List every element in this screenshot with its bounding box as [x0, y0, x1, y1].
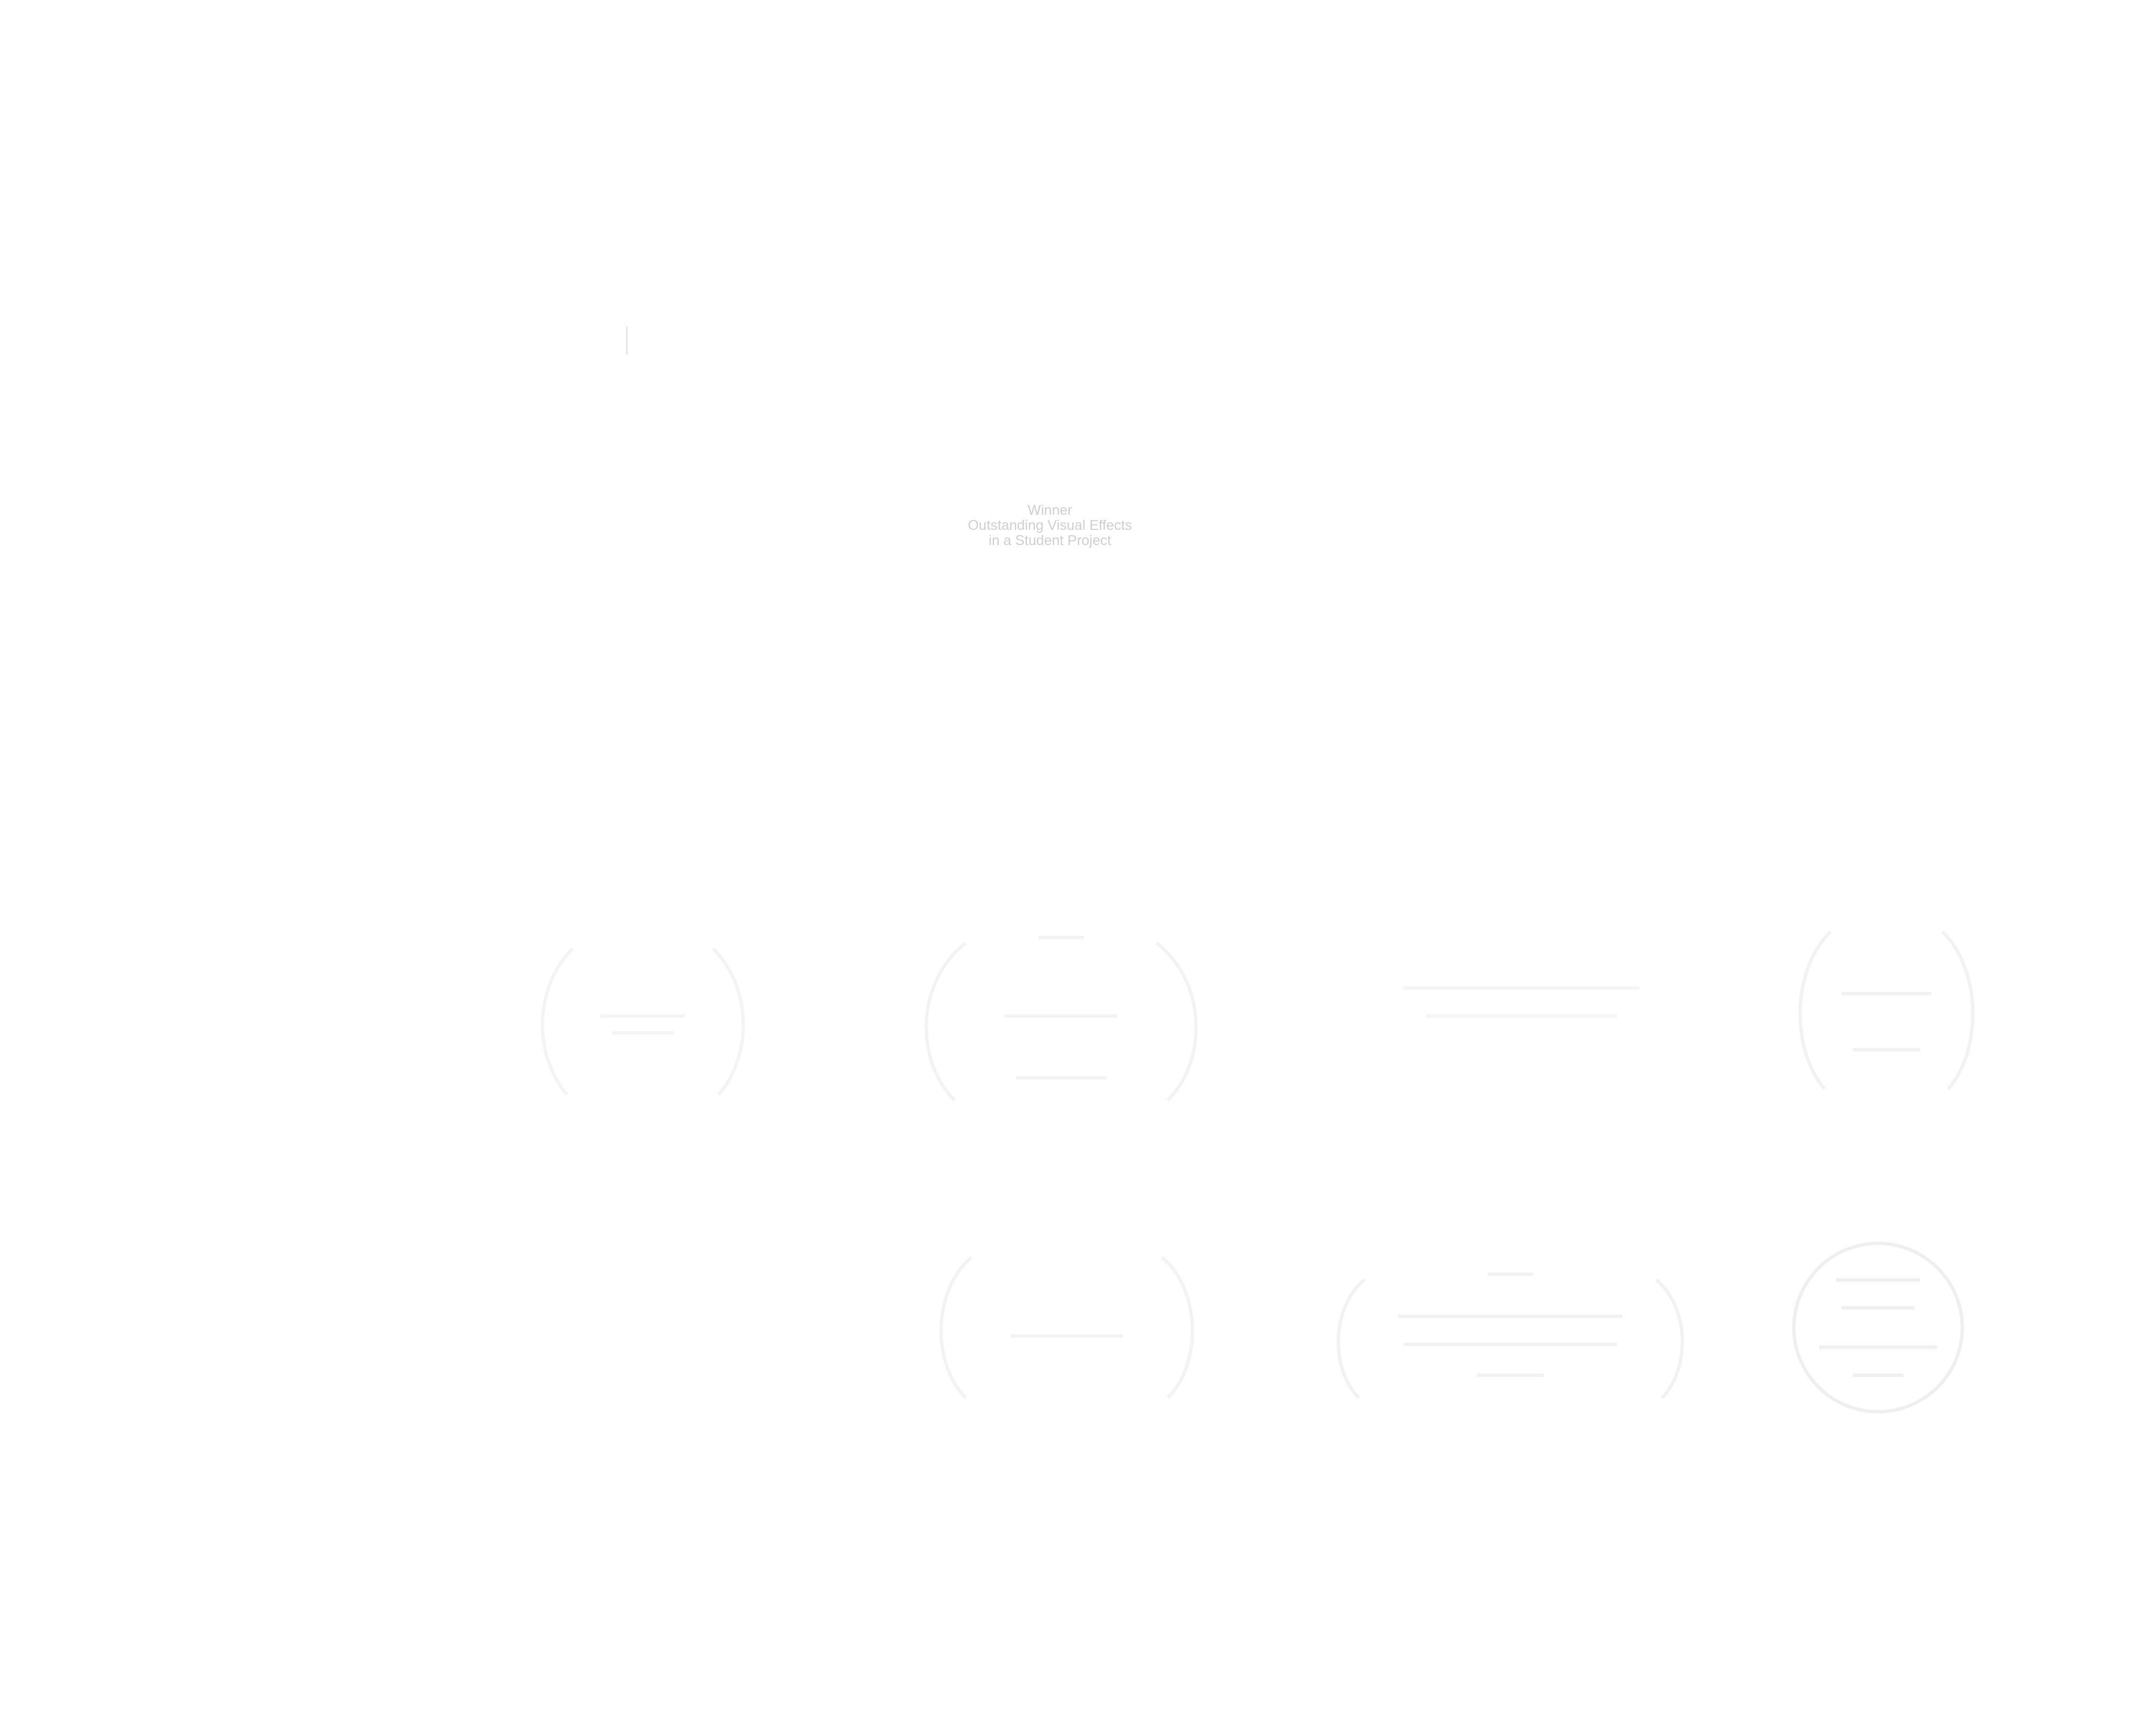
text-cursor [626, 327, 628, 355]
award-line-subcategory: in a Student Project [988, 533, 1112, 548]
laurel-5-icon [921, 1241, 1213, 1409]
laurel-6-icon [1319, 1263, 1701, 1409]
award-line-winner: Winner [1027, 502, 1072, 518]
laurel-2-icon [904, 921, 1218, 1117]
laurel-1-icon [522, 926, 764, 1111]
award-caption: Winner Outstanding Visual Effects in a S… [910, 503, 1190, 548]
laurel-3-icon [1370, 954, 1673, 1055]
laurel-4-icon [1785, 909, 1988, 1111]
award-line-category: Outstanding Visual Effects [967, 518, 1132, 533]
laurel-7-icon [1757, 1235, 1999, 1420]
